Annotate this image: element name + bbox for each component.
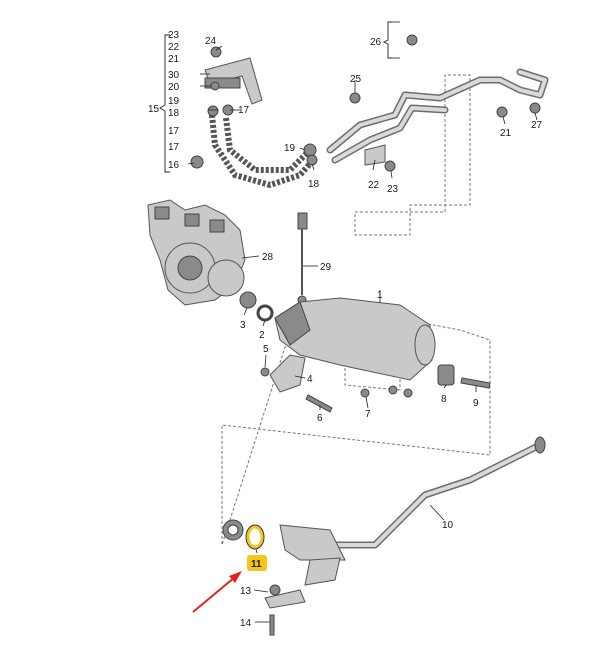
label-18b: 18 (308, 179, 320, 190)
label-16: 16 (168, 160, 180, 171)
label-17a: 17 (168, 126, 180, 137)
bracket-13 (264, 589, 306, 609)
highlight-11 (247, 555, 267, 571)
label-10: 10 (442, 520, 454, 531)
arrow-icon (192, 571, 242, 613)
particulate-filter (274, 297, 436, 381)
clip-21 (496, 106, 508, 118)
label-5: 5 (263, 344, 269, 355)
nut-7a (360, 388, 370, 398)
bolt-23 (384, 160, 396, 172)
upper-pipes (326, 68, 549, 164)
label-20: 20 (168, 82, 180, 93)
label-17c: 17 (238, 105, 250, 116)
brace-15 (159, 34, 170, 173)
bolt-9 (460, 377, 491, 389)
label-30: 30 (168, 70, 180, 81)
part-labels: 23 22 21 30 20 19 15 18 17 17 16 24 17 1… (148, 30, 543, 629)
label-23: 23 (168, 30, 180, 41)
label-24: 24 (205, 36, 217, 47)
label-17b: 17 (168, 142, 180, 153)
label-7: 7 (365, 409, 371, 420)
label-29: 29 (320, 262, 332, 273)
label-19a: 19 (168, 96, 180, 107)
label-4: 4 (307, 374, 313, 385)
clamp-front-inner (227, 524, 239, 536)
label-26: 26 (370, 37, 382, 48)
leader-lines (187, 45, 538, 623)
label-27: 27 (531, 120, 543, 131)
clamp-18b (306, 154, 318, 166)
bolt-14 (269, 614, 275, 636)
dashed-frame-center (221, 299, 491, 546)
bolt-13 (269, 584, 281, 596)
bracket-4 (269, 354, 306, 393)
clamp-19 (303, 143, 317, 157)
bolt-26 (406, 34, 418, 46)
label-6: 6 (317, 413, 323, 424)
braided-hoses (209, 114, 318, 189)
gasket-11-outline (245, 524, 265, 550)
turbocharger (147, 199, 246, 306)
label-21: 21 (168, 54, 180, 65)
clip-16 (190, 155, 204, 169)
label-3: 3 (240, 320, 246, 331)
label-19b: 19 (284, 143, 296, 154)
label-1: 1 (377, 290, 383, 301)
lambda-sensor (297, 212, 308, 305)
label-23b: 23 (387, 184, 399, 195)
bolt-25 (349, 92, 361, 104)
label-22: 22 (168, 42, 180, 53)
gasket-11 (246, 525, 264, 549)
label-22b: 22 (368, 180, 380, 191)
label-18a: 18 (168, 108, 180, 119)
label-13: 13 (240, 586, 252, 597)
label-9: 9 (473, 398, 479, 409)
brace-26 (382, 21, 392, 59)
label-11: 11 (251, 559, 262, 570)
label-2: 2 (259, 330, 265, 341)
front-pipe (279, 436, 546, 586)
label-14: 14 (240, 618, 252, 629)
mount-8 (437, 364, 455, 386)
label-28: 28 (262, 252, 274, 263)
bracket-21 (204, 77, 241, 89)
nut-7c (403, 388, 413, 398)
label-21b: 21 (500, 128, 512, 139)
bracket-22 (364, 144, 386, 166)
label-8: 8 (441, 394, 447, 405)
label-15: 15 (148, 104, 160, 115)
nut-20 (210, 81, 220, 91)
bolt-6 (305, 394, 333, 413)
bolt-24 (210, 46, 222, 58)
nut-7b (388, 385, 398, 395)
bolt-5 (260, 367, 270, 377)
clamp-3 (239, 291, 257, 309)
label-25: 25 (350, 74, 362, 85)
clamp-18a (207, 105, 219, 117)
gasket-2 (256, 304, 274, 322)
dashed-frame-upper (354, 74, 471, 236)
bolt-27 (529, 102, 541, 114)
